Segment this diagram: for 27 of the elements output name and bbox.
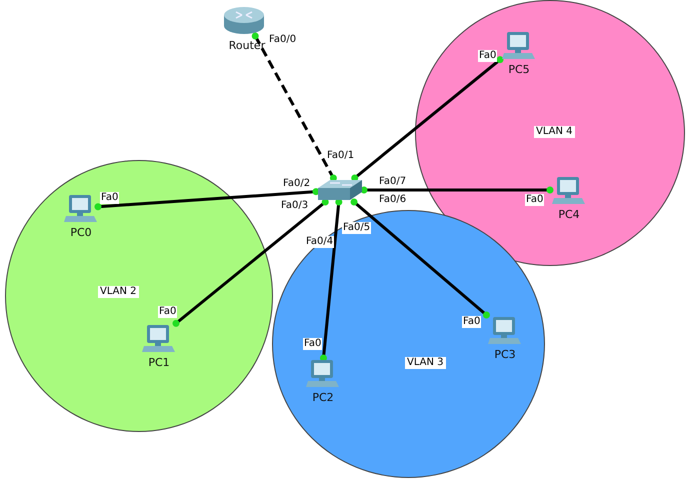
network-cable [353,200,488,316]
vlan-label: VLAN 3 [405,357,446,369]
network-switch-icon [316,178,364,202]
device-label: PC0 [69,226,93,239]
port-label: Fa0 [100,192,120,204]
port-label: Fa0/0 [268,34,298,46]
port-label: Fa0/2 [282,178,312,190]
device-label: Router [228,39,266,52]
port-label: Fa0/5 [342,222,372,234]
port-label: Fa0 [158,306,178,318]
device-label: PC1 [147,356,171,369]
port-label: Fa0 [525,194,544,206]
device-label: PC3 [493,348,517,361]
port-label: Fa0/6 [378,194,408,206]
network-cable [175,200,326,325]
port-label: Fa0/3 [280,200,310,212]
device-label: PC4 [557,208,581,221]
vlan-label: VLAN 4 [534,126,575,138]
device-label: PC2 [311,391,335,404]
port-label: Fa0 [303,338,322,350]
port-label: Fa0/1 [326,150,356,162]
port-label: Fa0 [462,316,482,328]
vlan-label: VLAN 2 [98,286,139,298]
port-label: Fa0/4 [305,236,334,248]
port-label: Fa0/7 [378,176,408,188]
port-label: Fa0 [478,50,498,62]
device-label: PC5 [507,63,531,76]
